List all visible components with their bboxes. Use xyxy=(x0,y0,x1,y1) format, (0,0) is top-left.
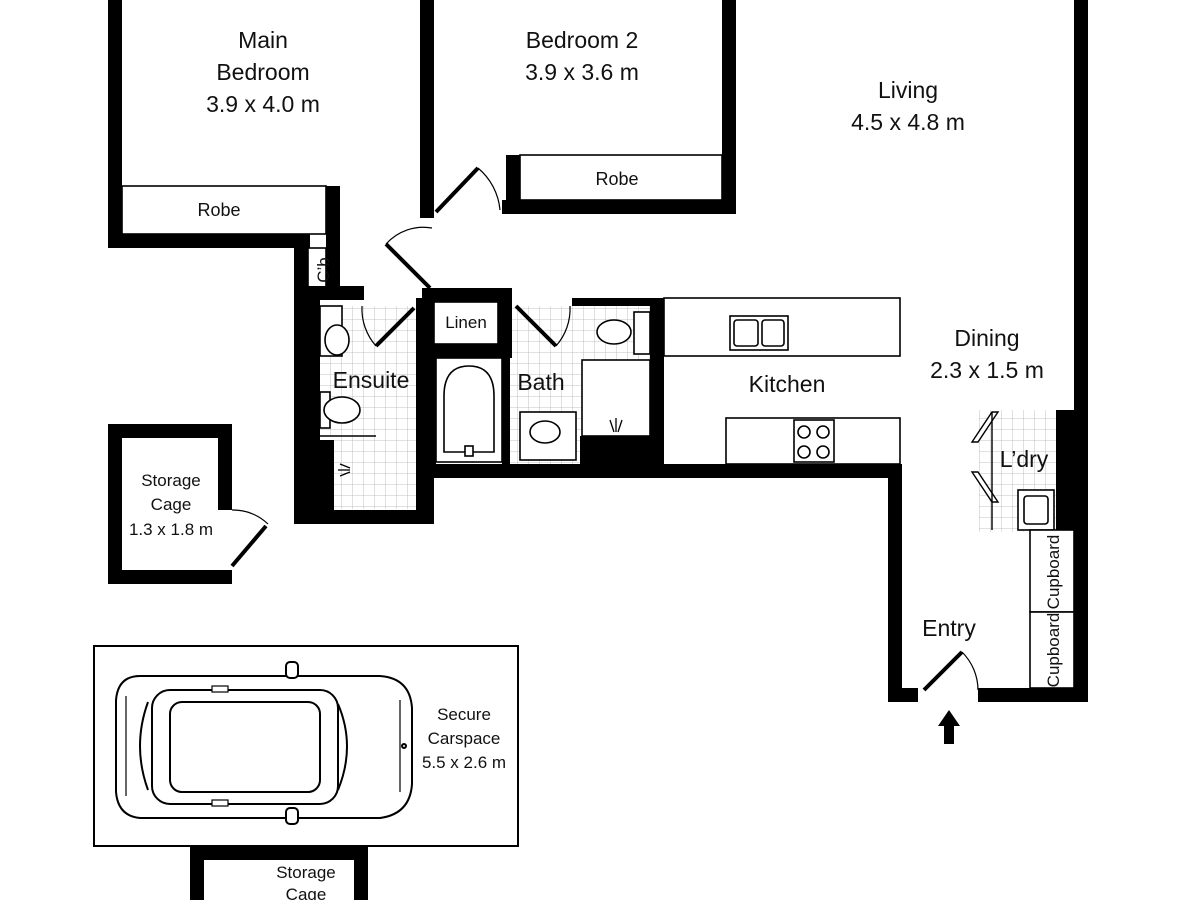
bedroom2-dims: 3.9 x 3.6 m xyxy=(525,59,639,85)
bed2-robe-label: Robe xyxy=(595,169,638,189)
kitchen-title: Kitchen xyxy=(749,371,826,397)
shower-wc xyxy=(572,298,664,466)
kitchen-sink-icon xyxy=(729,315,789,351)
carspace-title-1: Secure xyxy=(437,705,491,724)
storage2-title-1: Storage xyxy=(276,863,336,882)
dining-title: Dining xyxy=(954,325,1019,351)
storage2-title-2: Cage xyxy=(286,885,327,900)
linen: Linen xyxy=(422,288,512,358)
cupboard-1-label: Cupboard xyxy=(1044,535,1063,610)
main-bedroom-title-2: Bedroom xyxy=(216,59,309,85)
ensuite-title: Ensuite xyxy=(333,367,410,393)
car-icon xyxy=(115,661,413,825)
cooktop-icon xyxy=(793,419,835,463)
ensuite-sink-icon xyxy=(324,324,350,356)
cupboard-cb-label: C’b xyxy=(314,257,333,283)
bathtub-icon xyxy=(443,365,495,453)
main-bedroom: Main Bedroom 3.9 x 4.0 m Robe xyxy=(108,0,434,300)
ensuite-toilet-icon xyxy=(323,396,361,424)
entry-title: Entry xyxy=(922,615,976,641)
hall-door xyxy=(384,226,433,290)
storage1-title-2: Cage xyxy=(151,495,192,514)
main-bedroom-title-1: Main xyxy=(238,27,288,53)
carspace-title-2: Carspace xyxy=(428,729,501,748)
main-robe-label: Robe xyxy=(197,200,240,220)
living-title: Living xyxy=(878,77,938,103)
secure-carspace: Secure Carspace 5.5 x 2.6 m xyxy=(93,645,519,847)
cupboard-cb: C’b xyxy=(307,247,333,289)
cupboard-2-label: Cupboard xyxy=(1044,613,1063,688)
storage-cage-1: Storage Cage 1.3 x 1.8 m xyxy=(108,424,269,584)
laundry-title: L’dry xyxy=(1000,446,1049,472)
linen-label: Linen xyxy=(445,313,487,332)
entry-door[interactable] xyxy=(922,650,964,692)
main-bedroom-dims: 3.9 x 4.0 m xyxy=(206,91,320,117)
bedroom2-door xyxy=(434,166,480,214)
living-dims: 4.5 x 4.8 m xyxy=(851,109,965,135)
kitchen: Kitchen xyxy=(663,297,901,465)
bath: Bath xyxy=(422,304,577,464)
shower-icon xyxy=(609,418,623,433)
storage1-title-1: Storage xyxy=(141,471,201,490)
laundry-folding-doors xyxy=(970,411,1000,530)
dining-dims: 2.3 x 1.5 m xyxy=(930,357,1044,383)
bath-title: Bath xyxy=(517,369,564,395)
ensuite-shower-icon xyxy=(338,463,351,477)
laundry: L’dry xyxy=(970,410,1076,532)
wc-toilet-icon xyxy=(596,319,632,345)
bedroom2-title: Bedroom 2 xyxy=(526,27,639,53)
cupboards: Cupboard Cupboard xyxy=(1029,529,1075,689)
storage1-dims: 1.3 x 1.8 m xyxy=(129,520,213,539)
entry-arrow-icon xyxy=(938,710,960,744)
bedroom-2: Bedroom 2 3.9 x 3.6 m Robe xyxy=(434,0,736,214)
entry: Entry xyxy=(888,464,1088,744)
storage-cage-2: Storage Cage xyxy=(190,846,368,900)
living-dining: Living 4.5 x 4.8 m Dining 2.3 x 1.5 m xyxy=(851,0,1088,702)
carspace-dims: 5.5 x 2.6 m xyxy=(422,753,506,772)
laundry-sink-icon xyxy=(1023,495,1049,525)
south-wall xyxy=(422,464,902,478)
bath-sink-icon xyxy=(529,420,561,444)
